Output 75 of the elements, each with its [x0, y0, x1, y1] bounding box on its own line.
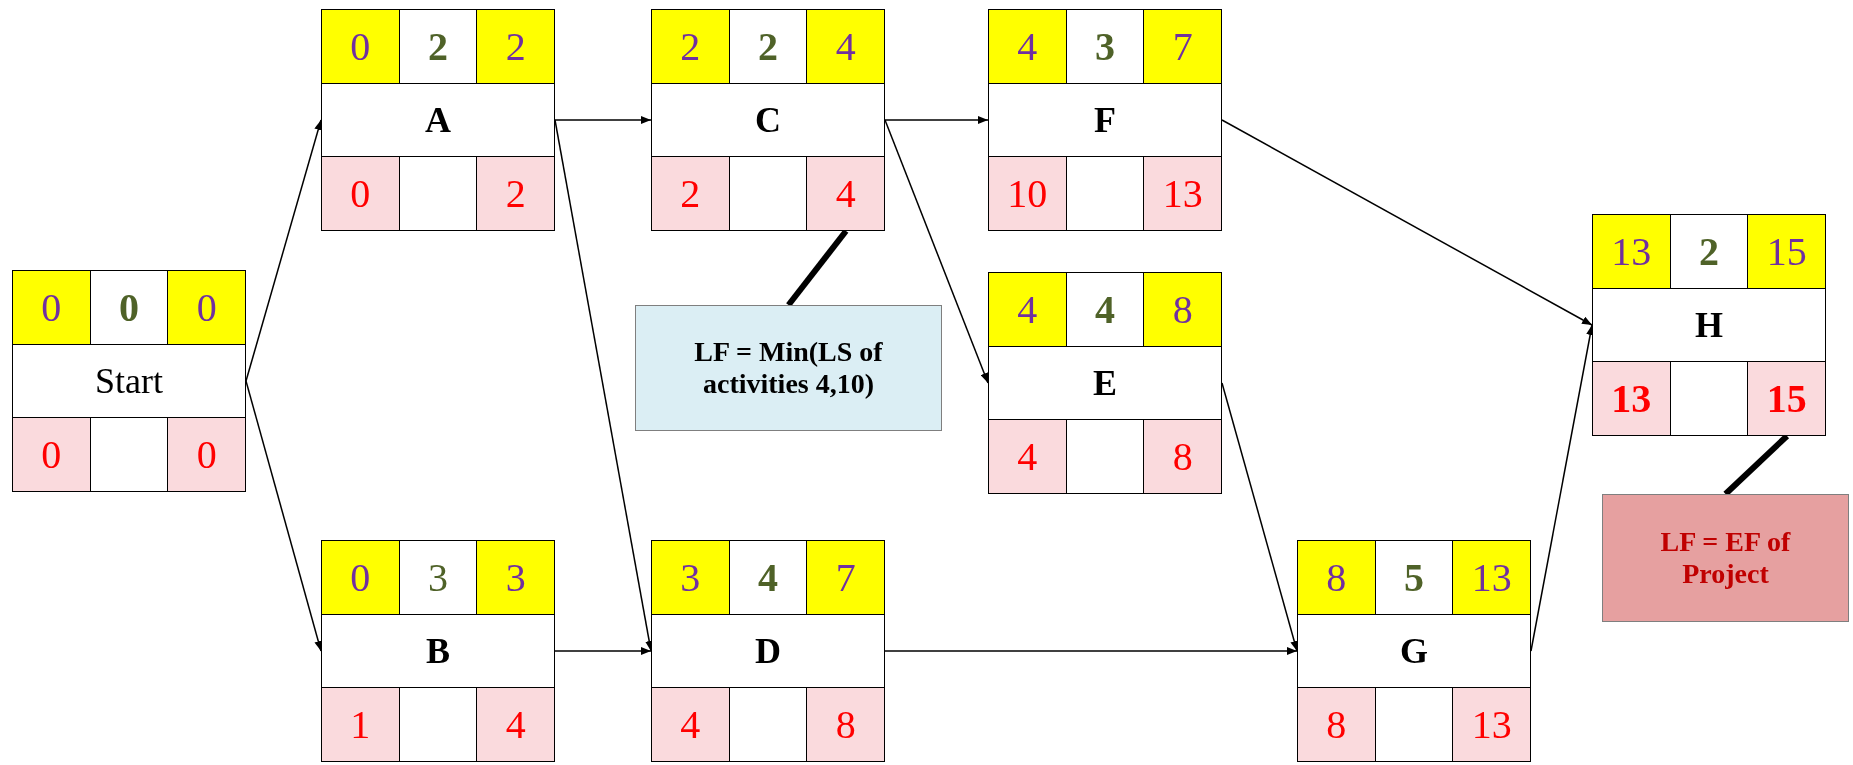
late-finish: 15 [1748, 362, 1825, 435]
activity-name: D [652, 614, 884, 688]
activity-name: E [989, 346, 1221, 420]
activity-name: F [989, 83, 1221, 157]
duration: 3 [399, 541, 477, 614]
late-finish: 8 [807, 688, 884, 761]
late-start: 10 [989, 157, 1066, 230]
late-finish: 0 [168, 418, 245, 491]
activity-name: Start [13, 344, 245, 418]
arrow [554, 116, 652, 124]
activity-name: C [652, 83, 884, 157]
activity-node [1297, 540, 1531, 762]
arrow [245, 380, 323, 652]
early-finish: 8 [1144, 273, 1221, 346]
activity-name: G [1298, 614, 1530, 688]
duration: 2 [729, 10, 807, 83]
activity-name: A [322, 83, 554, 157]
activity-node [988, 272, 1222, 494]
early-finish: 7 [1144, 10, 1221, 83]
arrow [884, 647, 1298, 655]
early-start: 4 [989, 10, 1066, 83]
early-finish: 2 [477, 10, 554, 83]
early-start: 13 [1593, 215, 1670, 288]
late-start: 4 [652, 688, 729, 761]
duration: 5 [1375, 541, 1453, 614]
arrow [554, 647, 652, 655]
callout-note: LF = Min(LS of activities 4,10) [635, 305, 942, 431]
activity-node [321, 540, 555, 762]
late-finish: 4 [477, 688, 554, 761]
arrow [884, 119, 989, 384]
late-start: 8 [1298, 688, 1375, 761]
late-finish: 2 [477, 157, 554, 230]
activity-name: B [322, 614, 554, 688]
early-start: 0 [13, 271, 90, 344]
early-start: 8 [1298, 541, 1375, 614]
activity-node [321, 9, 555, 231]
early-finish: 7 [807, 541, 884, 614]
late-start: 0 [322, 157, 399, 230]
arrow [884, 116, 989, 124]
late-finish: 8 [1144, 420, 1221, 493]
early-finish: 13 [1453, 541, 1530, 614]
duration: 3 [1066, 10, 1144, 83]
early-finish: 3 [477, 541, 554, 614]
early-start: 2 [652, 10, 729, 83]
arrow [245, 119, 323, 382]
leader-line [786, 229, 849, 307]
early-start: 0 [322, 10, 399, 83]
arrow [1221, 382, 1299, 652]
activity-node [651, 540, 885, 762]
late-finish: 13 [1453, 688, 1530, 761]
duration: 2 [399, 10, 477, 83]
late-start: 1 [322, 688, 399, 761]
late-finish: 4 [807, 157, 884, 230]
activity-node [988, 9, 1222, 231]
early-start: 4 [989, 273, 1066, 346]
duration: 0 [90, 271, 168, 344]
early-finish: 4 [807, 10, 884, 83]
late-finish: 13 [1144, 157, 1221, 230]
activity-name: H [1593, 288, 1825, 362]
activity-node [12, 270, 246, 492]
late-start: 4 [989, 420, 1066, 493]
early-start: 3 [652, 541, 729, 614]
early-finish: 15 [1748, 215, 1825, 288]
late-start: 2 [652, 157, 729, 230]
callout-note: LF = EF of Project [1602, 494, 1849, 622]
arrow [1221, 119, 1593, 326]
duration: 2 [1670, 215, 1748, 288]
duration: 4 [729, 541, 807, 614]
late-start: 0 [13, 418, 90, 491]
late-start: 13 [1593, 362, 1670, 435]
early-start: 0 [322, 541, 399, 614]
duration: 4 [1066, 273, 1144, 346]
early-finish: 0 [168, 271, 245, 344]
activity-node [651, 9, 885, 231]
activity-node [1592, 214, 1826, 436]
